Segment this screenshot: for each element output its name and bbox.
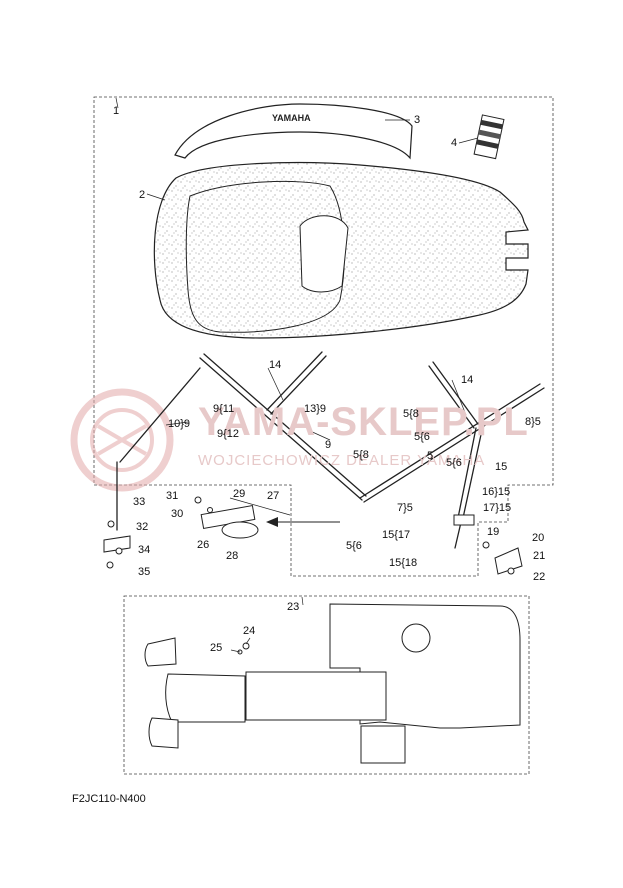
callout-26: 26 xyxy=(197,539,210,551)
callout-5-8-lower: 5{8 xyxy=(353,449,369,461)
callout-1: 1 xyxy=(113,105,120,117)
callout-35: 35 xyxy=(138,566,151,578)
callout-5-8-upper: 5{8 xyxy=(403,408,419,420)
callout-4: 4 xyxy=(451,137,458,149)
callout-27: 27 xyxy=(267,490,280,502)
assembly-arrow xyxy=(266,517,340,527)
callout-14-left: 14 xyxy=(269,359,282,371)
callout-5-6-middle: 5{6 xyxy=(446,457,462,469)
hardware-screws xyxy=(106,496,515,655)
callout-2: 2 xyxy=(139,189,146,201)
callout-20: 20 xyxy=(532,532,545,544)
watermark-dealer: WOJCIECHOWICZ DEALER YAMAHA xyxy=(198,452,486,469)
callout-24: 24 xyxy=(243,625,256,637)
callout-5-6-lower: 5{6 xyxy=(346,540,362,552)
callout-32: 32 xyxy=(136,521,149,533)
callout-13-9: 13}9 xyxy=(304,403,327,415)
watermark-site: YAMA-SKLEP.PL xyxy=(198,400,529,444)
mat-set-part xyxy=(144,603,521,764)
assembly-box-23 xyxy=(123,595,530,775)
diagram-code: F2JC110-N400 xyxy=(72,793,146,805)
callout-31: 31 xyxy=(166,490,179,502)
decal-part xyxy=(473,114,505,160)
callout-15-17: 15{17 xyxy=(382,529,411,541)
yamaha-logo: YAMAHA xyxy=(272,113,311,123)
callout-30: 30 xyxy=(171,508,184,520)
callout-14-right: 14 xyxy=(461,374,474,386)
callout-7-5: 7}5 xyxy=(397,502,413,514)
assembly-box-1 xyxy=(93,96,554,577)
mount-brackets xyxy=(103,505,523,575)
callout-22: 22 xyxy=(533,571,546,583)
callout-19: 19 xyxy=(487,526,500,538)
callout-8-5: 8}5 xyxy=(525,416,541,428)
callout-15-18: 15{18 xyxy=(389,557,418,569)
callout-9: 9 xyxy=(325,439,332,451)
seat-strap-part xyxy=(174,103,413,160)
callout-29: 29 xyxy=(233,488,246,500)
callout-21: 21 xyxy=(533,550,546,562)
callout-leaders xyxy=(115,97,479,653)
callout-9-12: 9{12 xyxy=(217,428,240,440)
watermark-emblem xyxy=(70,388,174,492)
callout-17-15: 17}15 xyxy=(483,502,512,514)
callout-28: 28 xyxy=(226,550,239,562)
callout-34: 34 xyxy=(138,544,151,556)
cover-frame-poles xyxy=(116,351,545,549)
callout-25: 25 xyxy=(210,642,223,654)
callout-15: 15 xyxy=(495,461,508,473)
callout-5: 5 xyxy=(427,450,434,462)
callout-9-11: 9{11 xyxy=(213,403,235,415)
callout-5-6-upper: 5{6 xyxy=(414,431,430,443)
callout-3: 3 xyxy=(414,114,421,126)
callout-33: 33 xyxy=(133,496,146,508)
callout-10-9: 10}9 xyxy=(168,418,191,430)
callout-16-15: 16}15 xyxy=(482,486,511,498)
callout-23: 23 xyxy=(287,601,300,613)
